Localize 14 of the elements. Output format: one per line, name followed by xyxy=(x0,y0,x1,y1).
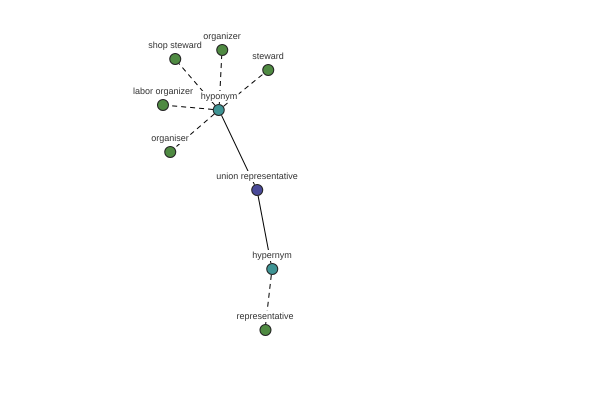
node-label: union representative xyxy=(215,171,299,182)
node-label: shop steward xyxy=(147,40,203,51)
node-label: organiser xyxy=(150,133,190,144)
dashed-connector xyxy=(174,113,215,149)
node-label: labor organizer xyxy=(132,86,194,97)
node-label: representative xyxy=(235,311,295,322)
node-label: hypernym xyxy=(251,250,293,261)
dashed-connector xyxy=(265,274,272,325)
dashed-connector xyxy=(223,73,264,107)
node-label: organizer xyxy=(202,31,242,42)
node-label: hyponym xyxy=(200,91,238,102)
dashed-connector xyxy=(178,63,216,106)
dashed-connector xyxy=(218,56,222,104)
node-label: steward xyxy=(251,51,285,62)
